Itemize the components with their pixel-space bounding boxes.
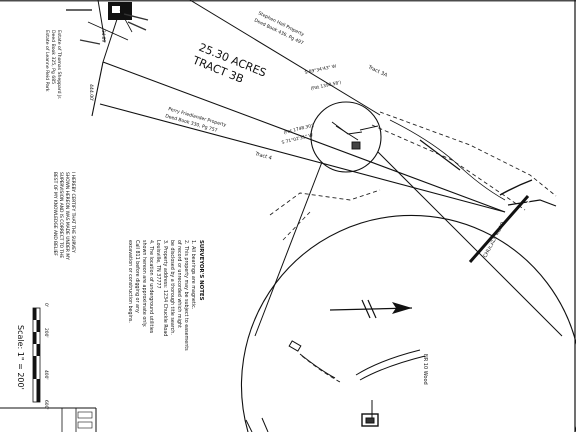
- nw-corner-notes: [66, 9, 149, 45]
- notes-item: Call 811 before digging or any: [134, 240, 140, 313]
- notes-item: 3. Property address: 1234 Chuckle Road: [162, 240, 168, 336]
- notes-item: shown hereon are approximate only.: [141, 240, 147, 327]
- cert-line: SUPERVISION AND IS CORRECT TO THE: [58, 172, 64, 258]
- tract-3a-label: Tract 3A: [366, 64, 388, 79]
- certification-block: I HEREBY CERTIFY THAT THE SURVEY SHOWN H…: [52, 172, 76, 260]
- surveyors-notes: SURVEYOR'S NOTES 1. All bearings are mag…: [127, 240, 204, 351]
- small-circle-features: [331, 121, 379, 150]
- detail-callout: [240, 101, 576, 432]
- notes-heading: SURVEYOR'S NOTES: [198, 240, 204, 301]
- boundary-top-jog: [97, 0, 106, 43]
- boundary-west: [91, 61, 104, 117]
- scale-tick: 200': [43, 328, 49, 338]
- detail-circle-large: [240, 214, 576, 432]
- estate-label-line1: Estate of Thomas Sheppard Jr.: [56, 30, 62, 99]
- notes-item: Louisville, TN 37777: [155, 240, 161, 289]
- tract-boundary: [91, 0, 506, 213]
- nw-corner-detail: [87, 2, 133, 41]
- scale-tick: 400': [43, 370, 49, 380]
- tract-4-label: Tract 4: [253, 151, 272, 162]
- cert-line: I HEREBY CERTIFY THAT THE SURVEY: [70, 172, 76, 253]
- dimension-north: S 89°34'43" W: [304, 63, 337, 76]
- detail-circle-small: [310, 101, 382, 173]
- dimension-west: 444.00': [88, 84, 94, 101]
- cert-line: BEST OF MY KNOWLEDGE AND BELIEF: [52, 172, 58, 256]
- estate-label-line3: Estate of Leanne Reid Park: [44, 30, 50, 92]
- boundary-north: [102, 61, 506, 213]
- north-arrow: [329, 299, 413, 319]
- boundary-south: [99, 103, 506, 213]
- bottom-road-tick: [245, 417, 269, 432]
- scale-tick: 600': [43, 400, 49, 410]
- notes-item: be disclosed by a thorough title search.: [169, 240, 175, 335]
- large-circle-features: [288, 340, 426, 427]
- notes-item: 2. This property may be subject to easem…: [183, 240, 189, 351]
- scale-bar: 0' 200' 400' 600' Scale: 1" = 200': [16, 303, 49, 410]
- eastern-road-features: [269, 111, 557, 241]
- notes-item: 4. The location of underground utilities: [148, 240, 154, 334]
- title-block-edge: [0, 407, 97, 432]
- boundary-top-ne: [189, 0, 381, 116]
- notes-item: of record or unrecorded which might: [176, 240, 182, 328]
- dimension-small: 34.69': [101, 30, 106, 43]
- dimension-north-pat: (Pat 1390.58'): [310, 80, 342, 92]
- scale-tick: 0': [43, 303, 49, 307]
- near-building-label: NR 10 Wood: [422, 354, 428, 385]
- cert-line: SHOWN HEREON WAS MADE UNDER MY: [64, 172, 70, 260]
- notes-item: 1. All bearings are magnetic.: [190, 240, 196, 309]
- scale-label: Scale: 1" = 200': [16, 325, 25, 390]
- notes-item: excavation or construction begins.: [127, 240, 133, 323]
- estate-label-line2: Deed Book 325, Pg 685: [50, 30, 56, 84]
